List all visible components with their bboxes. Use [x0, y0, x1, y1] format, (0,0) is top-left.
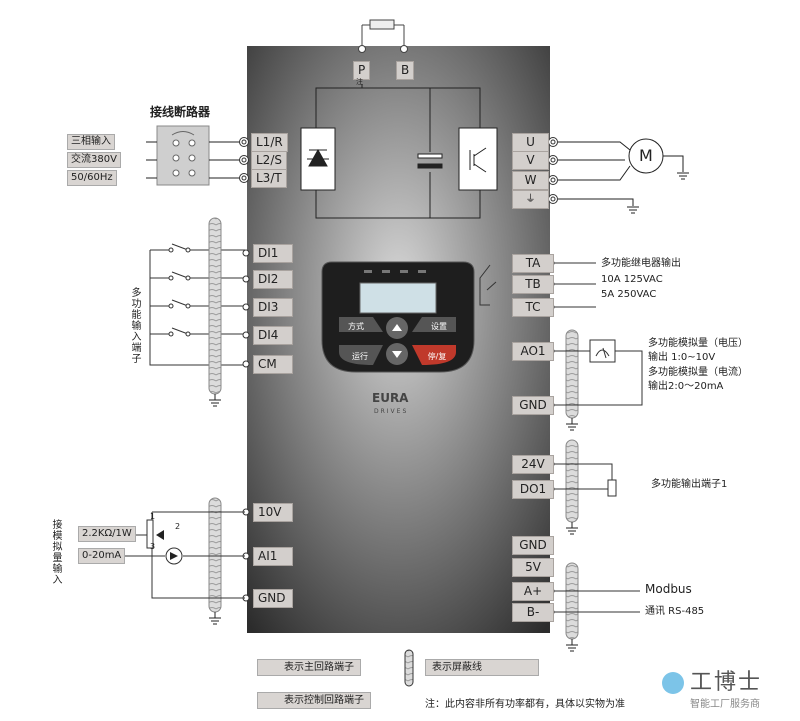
watermark-mascot-icon [662, 672, 684, 694]
terminal-di2: DI2 [253, 270, 293, 289]
up-button[interactable] [382, 318, 412, 338]
di-caption: 多功能输入端子 [131, 288, 142, 365]
legend-shield: 表示屏蔽线 [425, 659, 539, 676]
terminal-di3: DI3 [253, 298, 293, 317]
terminal-l2s: L2/S [251, 151, 287, 170]
terminal-tb: TB [512, 275, 554, 294]
terminal-24v: 24V [512, 455, 554, 474]
relay-desc-2: 10A 125VAC [601, 274, 663, 285]
di-switches [149, 243, 245, 366]
terminal-ai1: AI1 [253, 547, 293, 566]
shielded-cable-ao [565, 329, 579, 431]
terminal-di4: DI4 [253, 326, 293, 345]
brand-logo: EURA [372, 391, 409, 405]
terminal-cm: CM [253, 355, 293, 374]
terminal-ai-gnd: GND [253, 589, 293, 608]
terminal-b-minus: B- [512, 603, 554, 622]
dc-bus [315, 84, 481, 219]
pot-label: 2.2KΩ/1W [78, 526, 136, 542]
terminal-b: B [396, 61, 415, 80]
motor-wires [558, 141, 684, 206]
terminal-ao-gnd: GND [512, 396, 554, 415]
current-source-label: 0-20mA [78, 548, 126, 564]
digital-output-wires [547, 460, 617, 497]
comm-desc-modbus: Modbus [645, 582, 692, 596]
mode-button[interactable]: 方式 [348, 322, 364, 331]
brake-resistor [358, 19, 408, 53]
shielded-cable-comm [565, 562, 579, 652]
power-input-wires [146, 141, 240, 179]
breaker-title: 接线断路器 [150, 105, 211, 119]
terminal-comm-gnd: GND [512, 536, 554, 555]
inverter-block [458, 127, 498, 191]
potentiometer [146, 519, 164, 549]
legend-control-terminal: 表示控制回路端子 [257, 692, 371, 709]
power-input-label-1: 三相输入 [67, 134, 115, 150]
shielded-cable-di [208, 217, 222, 407]
pot-pin-3: 3 [150, 542, 156, 551]
relay-desc-3: 5A 250VAC [601, 289, 657, 300]
terminal-p: P [353, 61, 371, 80]
shielded-cable-ai [208, 497, 222, 625]
ao-desc-3: 多功能模拟量（电流） [648, 367, 748, 378]
terminal-ta: TA [512, 254, 554, 273]
ao-desc-1: 多功能模拟量（电压） [648, 338, 748, 349]
terminal-ao1: AO1 [512, 342, 554, 361]
terminal-l1r: L1/R [251, 133, 288, 152]
pot-pin-2: 2 [175, 522, 181, 531]
terminal-10v: 10V [253, 503, 293, 522]
pot-pin-1: 1 [150, 512, 156, 521]
dc-capacitor [417, 153, 443, 169]
rectifier-block [300, 127, 336, 191]
do-desc: 多功能输出端子1 [651, 479, 728, 490]
down-button[interactable] [382, 344, 412, 364]
ground-symbols [627, 172, 689, 214]
comm-wires [547, 587, 640, 616]
analog-output-wires [547, 339, 643, 409]
watermark-name: 工博士 [690, 670, 763, 695]
circuit-breaker [156, 125, 210, 186]
analog-input-wires [124, 511, 245, 599]
terminal-do1: DO1 [512, 480, 554, 499]
ai-caption: 接模拟量输入 [52, 520, 63, 586]
brand-sub: DRIVES [374, 408, 409, 415]
motor-label: M [639, 146, 653, 165]
power-input-label-3: 50/60Hz [67, 170, 117, 186]
motor [628, 138, 664, 174]
footnote: 注：此内容非所有功率都有，具体以实物为准 [425, 699, 625, 710]
main-terminal-markers-left [239, 137, 249, 183]
terminal-v: V [512, 151, 549, 170]
terminal-ground: ⏚ [512, 190, 549, 209]
comm-desc-rs485: 通讯 RS-485 [645, 606, 705, 617]
power-input-label-2: 交流380V [67, 152, 121, 168]
terminal-a-plus: A+ [512, 582, 554, 601]
control-terminal-markers-left [242, 249, 250, 602]
legend-main-terminal: 表示主回路端子 [257, 659, 361, 676]
set-button[interactable]: 设置 [431, 322, 447, 331]
terminal-di1: DI1 [253, 244, 293, 263]
watermark-sub: 智能工厂服务商 [690, 699, 760, 710]
shielded-cable-do [565, 439, 579, 535]
ao-desc-2: 输出 1:0~10V [648, 352, 716, 363]
run-button[interactable]: 运行 [352, 352, 368, 361]
terminal-u: U [512, 133, 549, 152]
terminal-tc: TC [512, 298, 554, 317]
current-source [165, 547, 183, 565]
relay-desc-1: 多功能继电器输出 [601, 258, 681, 269]
stop-reset-button[interactable]: 停/复 [427, 352, 447, 361]
keypad-panel [321, 261, 475, 373]
ao-desc-4: 输出2:0～20mA [648, 381, 724, 392]
note-marker: 注 [356, 78, 363, 86]
terminal-w: W [512, 171, 549, 190]
terminal-5v: 5V [512, 558, 554, 577]
terminal-l3t: L3/T [251, 169, 287, 188]
